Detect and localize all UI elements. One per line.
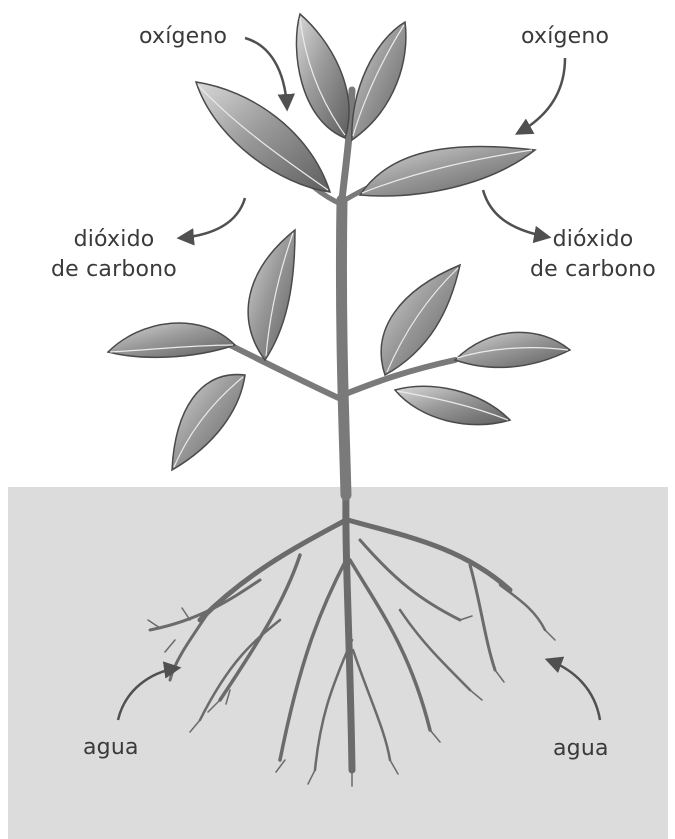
label-co2-left: dióxido de carbono (44, 225, 184, 285)
leaf-top-right (352, 22, 406, 140)
leaf-lower-right (395, 386, 510, 424)
arrow-oxygen-left (245, 38, 287, 108)
label-oxygen-right: oxígeno (521, 22, 609, 52)
arrow-co2-left (180, 198, 245, 238)
leaf-lower-left (172, 375, 245, 470)
leaf-top-center (296, 14, 349, 138)
label-water-left: agua (83, 733, 139, 763)
label-oxygen-left: oxígeno (139, 22, 227, 52)
leaf-mid-right (455, 332, 570, 367)
label-co2-right-line2: de carbono (523, 255, 663, 285)
label-co2-right: dióxido de carbono (523, 225, 663, 285)
label-water-right: agua (553, 734, 609, 764)
label-co2-left-line1: dióxido (44, 225, 184, 255)
label-co2-left-line2: de carbono (44, 255, 184, 285)
label-co2-right-line1: dióxido (523, 225, 663, 255)
arrow-oxygen-right (518, 58, 565, 133)
leaf-mid-left (108, 323, 235, 357)
soil-area (8, 487, 668, 839)
